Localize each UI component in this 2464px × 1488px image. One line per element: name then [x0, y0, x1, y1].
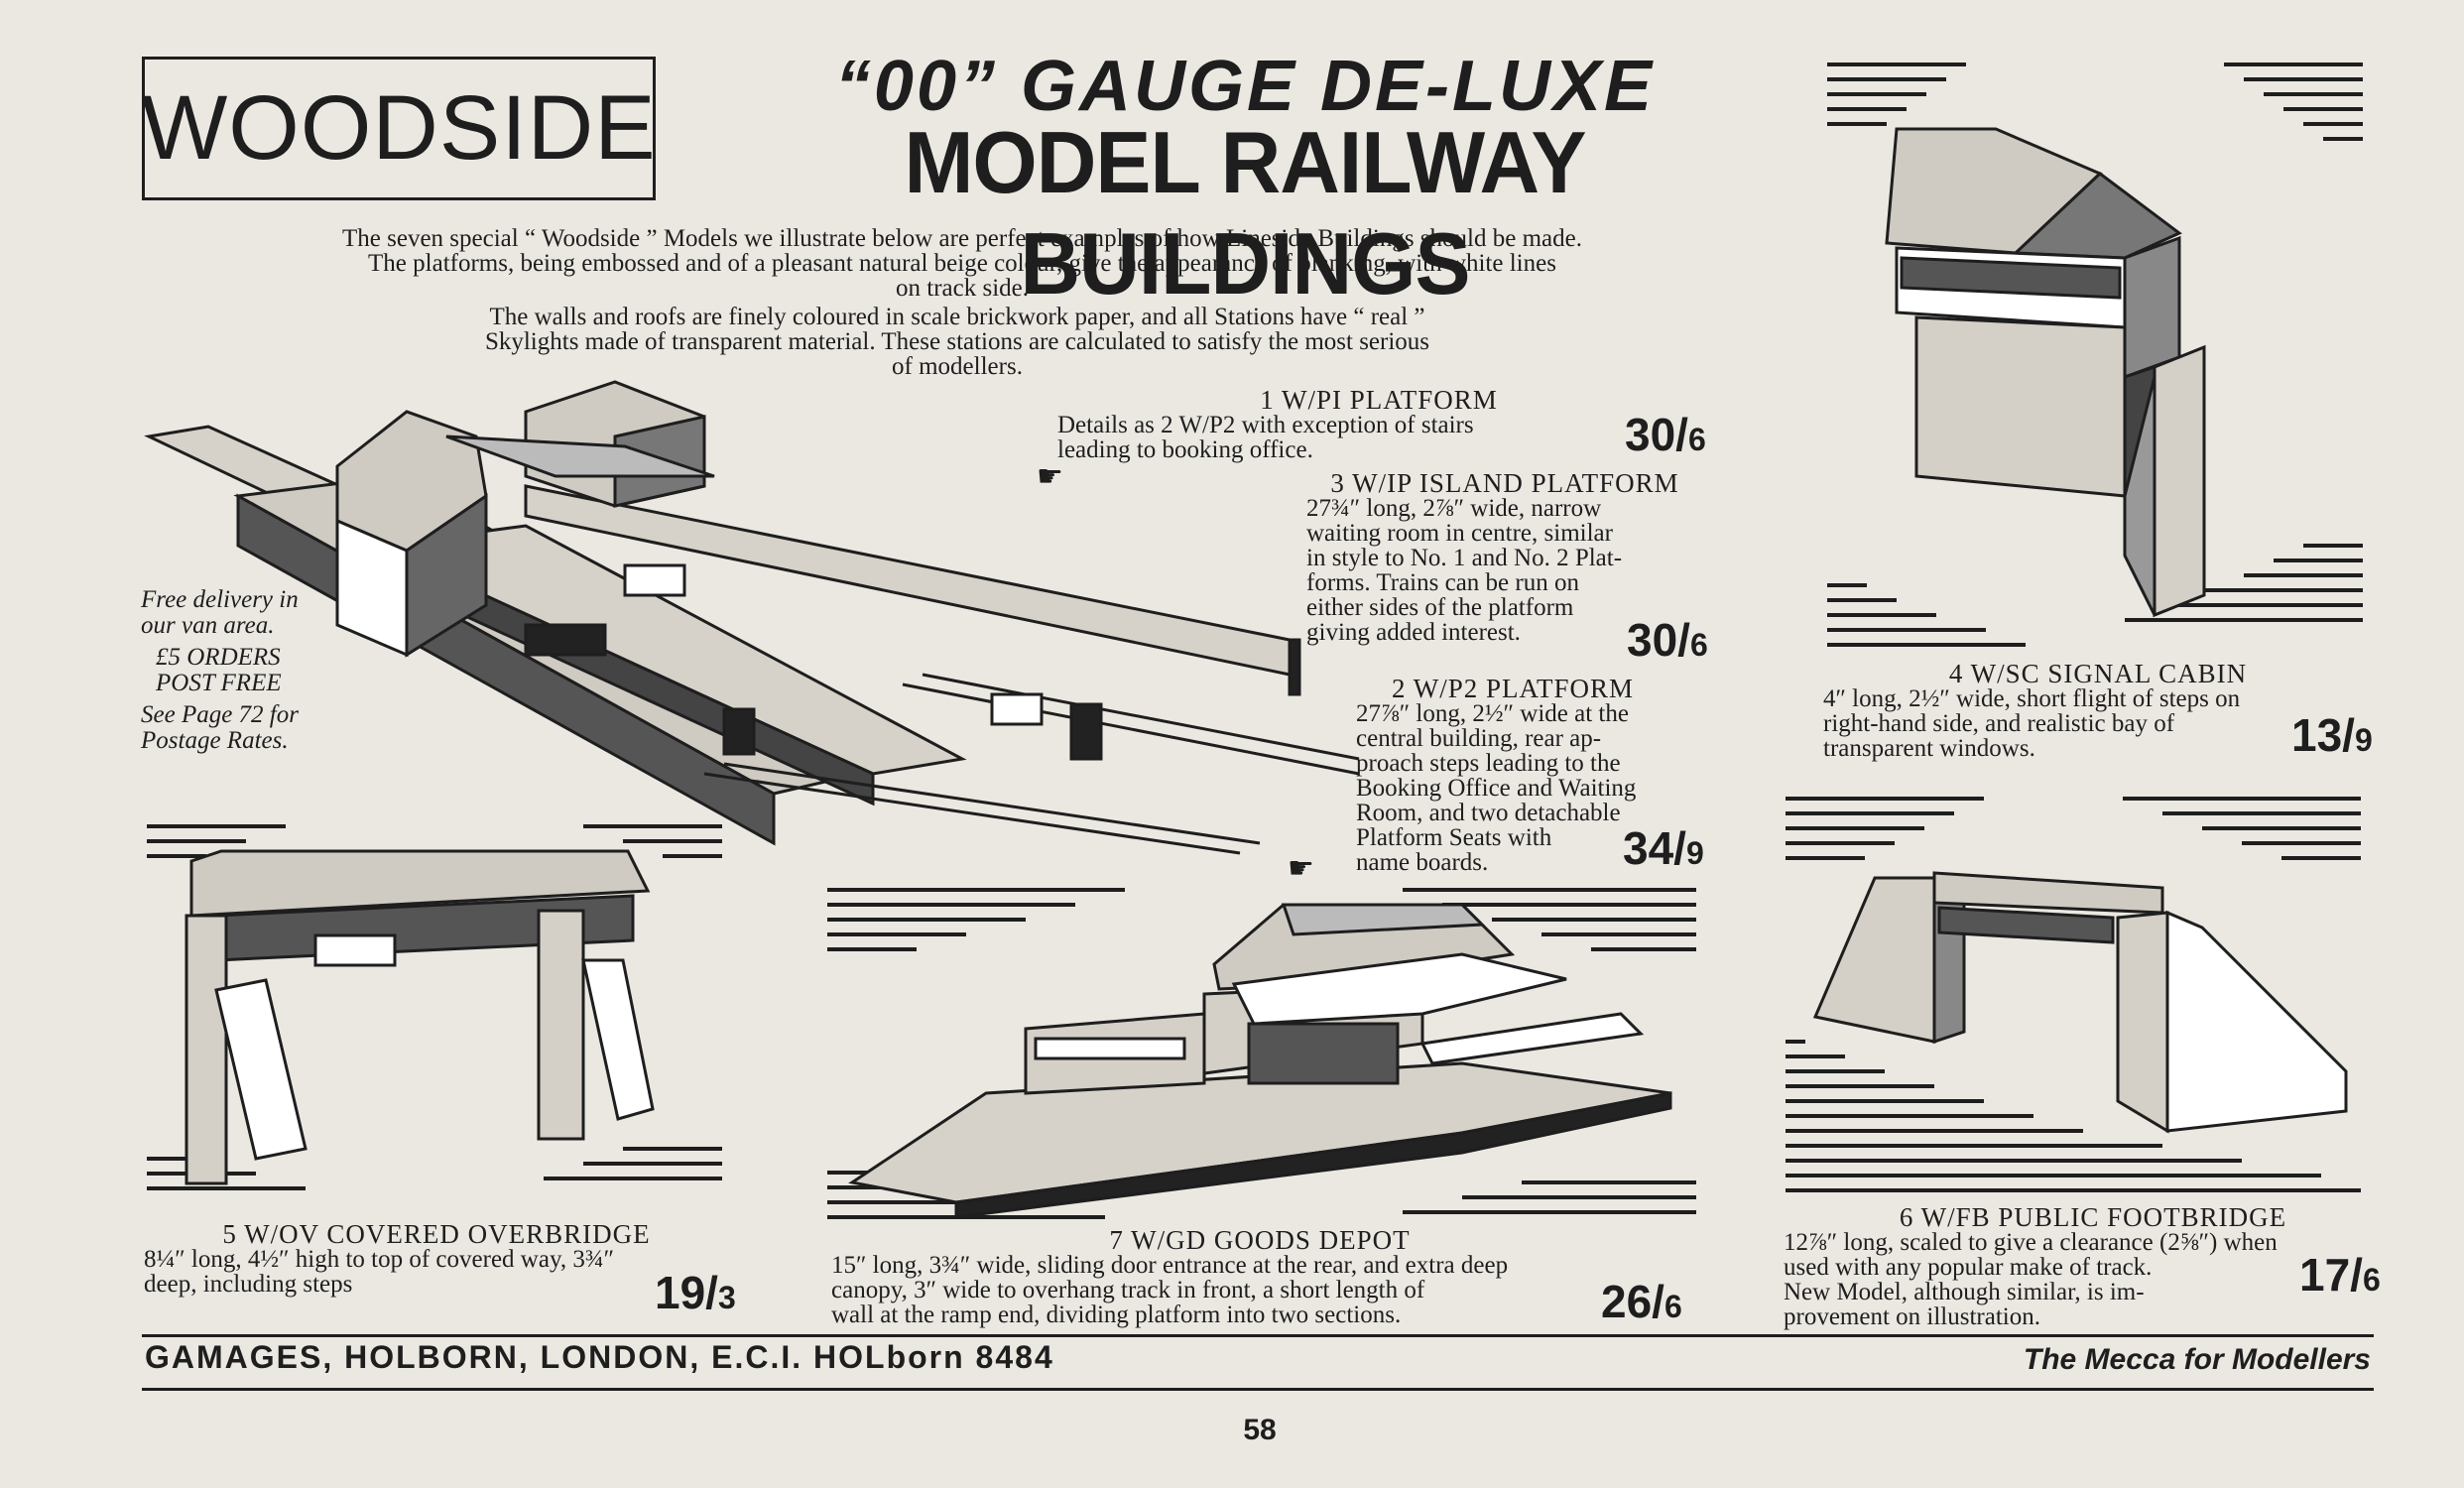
- desc-line: Room, and two detachable: [1356, 800, 1621, 826]
- product-desc-wsc4: 4″ long, 2½″ wide, short flight of steps…: [1823, 686, 2369, 761]
- price-main: 13/: [2291, 709, 2355, 761]
- desc-line: either sides of the platform: [1306, 594, 1574, 621]
- covered-overbridge-illustration: [147, 824, 722, 1190]
- product-desc-wov5: 8¼″ long, 4½″ high to top of covered way…: [144, 1247, 734, 1297]
- product-title-wp2: 2 W/P2 PLATFORM: [1391, 674, 1635, 703]
- product-title-wfb6: 6 W/FB PUBLIC FOOTBRIDGE: [1899, 1202, 2287, 1232]
- note-line: our van area.: [141, 612, 275, 639]
- product-desc-wfb6: 12⅞″ long, scaled to give a clearance (2…: [1784, 1230, 2379, 1329]
- product-title-wp1: 1 W/PI PLATFORM: [1260, 385, 1498, 415]
- desc-line: waiting room in centre, similar: [1306, 520, 1613, 547]
- desc-line: used with any popular make of track.: [1784, 1254, 2153, 1281]
- intro-line: The seven special “ Woodside ” Models we…: [342, 225, 1582, 252]
- desc-line: 4″ long, 2½″ wide, short flight of steps…: [1823, 685, 2241, 712]
- pointing-hand-icon: ☛: [1037, 460, 1063, 493]
- footer-tagline: The Mecca for Modellers: [2023, 1343, 2371, 1376]
- product-title-wip3: 3 W/IP ISLAND PLATFORM: [1330, 468, 1679, 498]
- note-line: See Page 72 for: [141, 701, 299, 728]
- intro-paragraph: The seven special “ Woodside ” Models we…: [198, 226, 1726, 301]
- footer-rule-bottom: [142, 1388, 2374, 1391]
- goods-depot-illustration: [827, 888, 1696, 1219]
- desc-line: name boards.: [1356, 849, 1489, 876]
- footer-address: GAMAGES, HOLBORN, LONDON, E.C.I. HOLborn…: [145, 1339, 1054, 1375]
- price-sub: 6: [2362, 1262, 2381, 1298]
- intro-line: Skylights made of transparent material. …: [484, 328, 1430, 355]
- headline-gauge: “00” GAUGE DE-LUXE: [834, 47, 1656, 126]
- desc-line: 27¾″ long, 2⅞″ wide, narrow: [1306, 495, 1602, 522]
- price-sub: 6: [1689, 627, 1708, 663]
- price-sub: 9: [1685, 835, 1704, 871]
- price-wgd7: 26/6: [1601, 1279, 1682, 1329]
- note-line: £5 ORDERS: [156, 644, 281, 671]
- price-sub: 6: [1663, 1289, 1682, 1324]
- product-title-wgd7: 7 W/GD GOODS DEPOT: [1109, 1225, 1411, 1255]
- brand-name: WOODSIDE: [141, 77, 657, 179]
- price-main: 19/: [655, 1267, 718, 1318]
- desc-line: New Model, although similar, is im-: [1784, 1279, 2145, 1305]
- price-sub: 3: [717, 1280, 736, 1315]
- price-wfb6: 17/6: [2299, 1252, 2381, 1302]
- footer-rule-top: [142, 1334, 2374, 1337]
- desc-line: canopy, 3″ wide to overhang track in fro…: [831, 1277, 1425, 1303]
- page-number: 58: [1243, 1414, 1277, 1446]
- intro-line: of modellers.: [892, 353, 1023, 380]
- desc-line: Platform Seats with: [1356, 824, 1552, 851]
- desc-line: in style to No. 1 and No. 2 Plat-: [1306, 545, 1623, 571]
- desc-line: giving added interest.: [1306, 619, 1521, 646]
- desc-line: wall at the ramp end, dividing platform …: [831, 1302, 1402, 1328]
- desc-line: Details as 2 W/P2 with exception of stai…: [1057, 412, 1474, 438]
- desc-line: transparent windows.: [1823, 735, 2035, 762]
- price-wov5: 19/3: [655, 1270, 736, 1320]
- desc-line: right-hand side, and realistic bay of: [1823, 710, 2175, 737]
- product-desc-wip3: 27¾″ long, 2⅞″ wide, narrow waiting room…: [1306, 496, 1706, 645]
- product-desc-wp1: Details as 2 W/P2 with exception of stai…: [1057, 413, 1603, 462]
- price-wp1: 30/6: [1625, 412, 1706, 462]
- station-platforms-illustration: [144, 380, 1360, 855]
- price-main: 17/: [2299, 1249, 2363, 1301]
- price-main: 30/: [1627, 614, 1690, 666]
- desc-line: proach steps leading to the: [1356, 750, 1621, 777]
- price-sub: 6: [1687, 422, 1706, 457]
- price-main: 34/: [1623, 822, 1686, 874]
- price-wip3: 30/6: [1627, 617, 1708, 668]
- note-line: POST FREE: [156, 670, 282, 696]
- signal-cabin-illustration: [1827, 62, 2363, 647]
- intro-paragraph-2: The walls and roofs are finely coloured …: [327, 305, 1587, 379]
- price-wp2: 34/9: [1623, 825, 1704, 876]
- intro-line: The platforms, being embossed and of a p…: [368, 250, 1556, 277]
- price-main: 30/: [1625, 409, 1688, 460]
- desc-line: forms. Trains can be run on: [1306, 569, 1579, 596]
- intro-line: The walls and roofs are finely coloured …: [489, 304, 1425, 330]
- intro-line: on track side.: [896, 275, 1029, 302]
- pointing-hand-icon: ☛: [1288, 852, 1314, 885]
- desc-line: deep, including steps: [144, 1271, 353, 1298]
- price-sub: 9: [2354, 722, 2373, 758]
- desc-line: provement on illustration.: [1784, 1303, 2040, 1330]
- desc-line: central building, rear ap-: [1356, 725, 1602, 752]
- desc-line: 15″ long, 3¾″ wide, sliding door entranc…: [831, 1252, 1509, 1279]
- product-title-wsc4: 4 W/SC SIGNAL CABIN: [1948, 659, 2248, 688]
- note-line: Postage Rates.: [141, 727, 289, 754]
- product-title-wov5: 5 W/OV COVERED OVERBRIDGE: [222, 1219, 651, 1249]
- desc-line: 8¼″ long, 4½″ high to top of covered way…: [144, 1246, 614, 1273]
- price-main: 26/: [1601, 1276, 1664, 1327]
- desc-line: Booking Office and Waiting: [1356, 775, 1637, 802]
- headline-main: MODEL RAILWAY BUILDINGS: [904, 113, 1586, 312]
- product-desc-wgd7: 15″ long, 3¾″ wide, sliding door entranc…: [831, 1253, 1694, 1327]
- price-wsc4: 13/9: [2291, 712, 2373, 763]
- public-footbridge-illustration: [1786, 797, 2361, 1192]
- desc-line: 12⅞″ long, scaled to give a clearance (2…: [1784, 1229, 2278, 1256]
- desc-line: 27⅞″ long, 2½″ wide at the: [1356, 700, 1629, 727]
- product-desc-wp2: 27⅞″ long, 2½″ wide at the central build…: [1356, 701, 1706, 875]
- delivery-note: Free delivery in our van area. £5 ORDERS…: [141, 587, 369, 754]
- desc-line: leading to booking office.: [1057, 436, 1313, 463]
- note-line: Free delivery in: [141, 586, 299, 613]
- brand-logo-box: WOODSIDE: [141, 57, 657, 200]
